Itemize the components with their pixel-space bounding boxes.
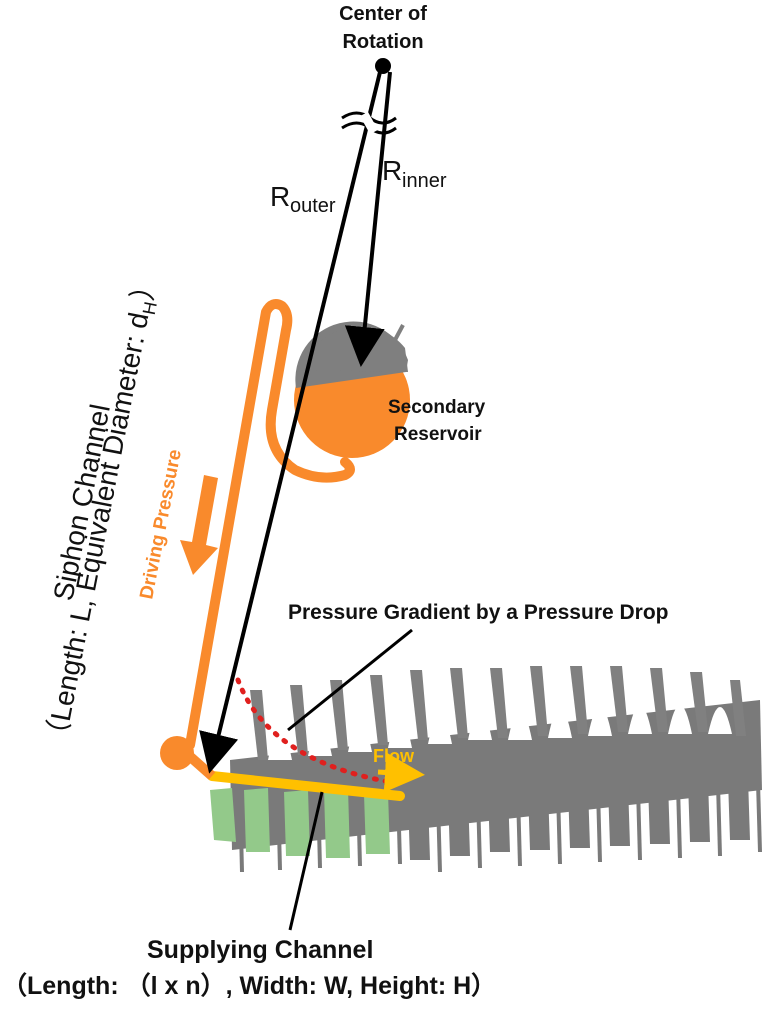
driving-pressure-label: Driving Pressure: [136, 448, 186, 601]
r-inner-line: [344, 71, 392, 367]
flow-label: Flow: [373, 746, 415, 766]
supplying-label-line2: （Length: （l x n）, Width: W, Height: H）: [2, 971, 496, 1000]
siphon-label-line2: （Length: L, Equivalent Diameter: dH）: [39, 270, 166, 752]
supplying-channel-leader: [288, 791, 324, 931]
secondary-reservoir: [294, 321, 410, 458]
siphon-channel: [185, 299, 355, 750]
r-outer-label-sub: outer: [290, 195, 336, 217]
r-inner-label-sub: inner: [402, 170, 447, 192]
siphon-label-line2-main: （Length: L, Equivalent Diameter: d: [39, 310, 154, 751]
siphon-inlet: [160, 736, 194, 770]
filled-chambers: [210, 788, 390, 858]
r-inner-label-main: R: [382, 155, 402, 186]
driving-pressure-arrow: [180, 475, 218, 575]
center-label-line1: Center of: [339, 3, 427, 25]
siphon-label-line2-sub: H: [139, 300, 161, 317]
pressure-gradient-leader: [287, 628, 413, 732]
siphon-label-line2-end: ）: [127, 270, 163, 303]
reservoir-label-line2: Reservoir: [394, 424, 482, 445]
flow-arrow: [377, 752, 425, 793]
reservoir-label-line1: Secondary: [388, 397, 486, 418]
center-of-rotation-dot: [375, 58, 391, 74]
r-outer-line: [199, 71, 382, 774]
chamber-array: [230, 666, 762, 873]
supplying-label-line1: Supplying Channel: [147, 936, 373, 964]
supplying-channel: [207, 771, 405, 801]
center-label-line2: Rotation: [342, 31, 423, 53]
pressure-gradient-curve: [235, 677, 393, 785]
break-marks: [341, 111, 397, 135]
pressure-gradient-label: Pressure Gradient by a Pressure Drop: [288, 601, 669, 624]
r-outer-label-main: R: [270, 181, 290, 212]
